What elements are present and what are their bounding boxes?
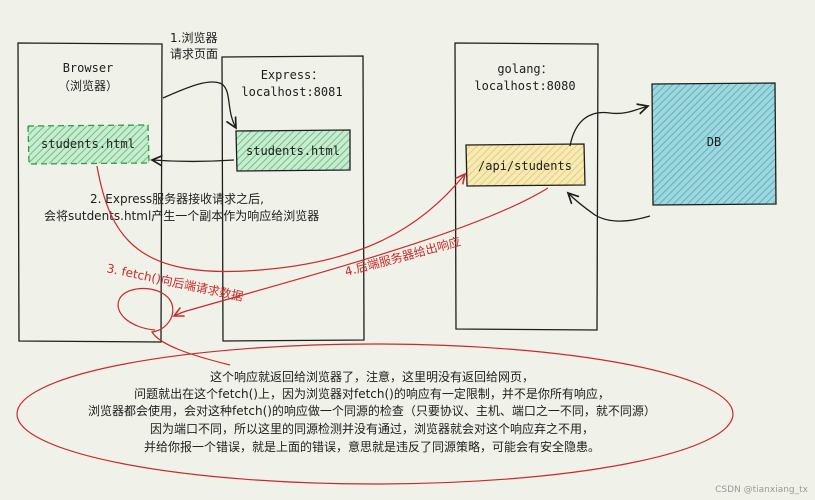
note-line2: 问题就出在这个fetch()上，因为浏览器对fetch()的响应有一定限制，并不…	[134, 386, 610, 401]
golang-node: golang： localhost:8080 /api/students	[454, 42, 599, 331]
golang-endpoint-box	[465, 143, 586, 187]
golang-box	[454, 42, 599, 331]
browser-title: Browser	[63, 61, 114, 75]
db-node: DB	[651, 82, 777, 206]
db-to-golang-arrow	[568, 193, 651, 222]
golang-to-db-arrow	[569, 106, 648, 147]
express-file-box	[235, 129, 351, 172]
db-box	[651, 82, 777, 206]
express-subtitle: localhost:8081	[241, 85, 342, 99]
step2-arrow	[152, 160, 235, 162]
express-node: Express： localhost:8081 students.html	[221, 55, 365, 342]
note-line3: 浏览器都会使用，会对这种fetch()的响应做一个同源的检查（只要协议、主机、端…	[88, 403, 656, 418]
step3-arrow	[96, 165, 465, 273]
browser-subtitle: （浏览器）	[58, 78, 118, 93]
step2-label-line1: 2. Express服务器接收请求之后,	[90, 191, 264, 206]
express-box	[221, 55, 365, 342]
note-line4: 因为端口不同，所以这里的同源检测并没有通过，浏览器就会对这个响应弃之不用，	[150, 421, 594, 436]
express-file-label: students.html	[246, 144, 340, 158]
step3-label: 3. fetch()向后端请求数据	[105, 260, 244, 304]
golang-title: golang：	[497, 62, 552, 76]
browser-file-box	[27, 124, 150, 165]
step2-label-line2: 会将sutdents.html产生一个副本作为响应给浏览器	[44, 208, 319, 223]
note-line1: 这个响应就返回给浏览器了，注意，这里明没有返回给网页，	[210, 369, 534, 384]
note-line5: 并给你报一个错误，就是上面的错误，意思就是违反了同源策略，可能会有安全隐患。	[144, 439, 600, 454]
express-title: Express：	[261, 68, 324, 82]
step4-label: 4.后端服务器给出响应	[343, 233, 462, 278]
db-label: DB	[707, 135, 721, 149]
watermark: CSDN @tianxiang_tx	[715, 485, 809, 495]
step1-arrow	[162, 81, 236, 128]
browser-file-label: students.html	[41, 137, 135, 151]
golang-endpoint-label: /api/students	[478, 159, 572, 173]
step4-arrow	[174, 187, 549, 316]
browser-node: Browser （浏览器） students.html	[17, 42, 163, 343]
browser-box	[17, 42, 163, 343]
step1-label-line2: 请求页面	[170, 47, 218, 61]
step1-label-line1: 1.浏览器	[170, 30, 217, 45]
golang-subtitle: localhost:8080	[474, 79, 575, 93]
red-loop	[117, 287, 231, 366]
note-ellipse	[16, 343, 734, 485]
